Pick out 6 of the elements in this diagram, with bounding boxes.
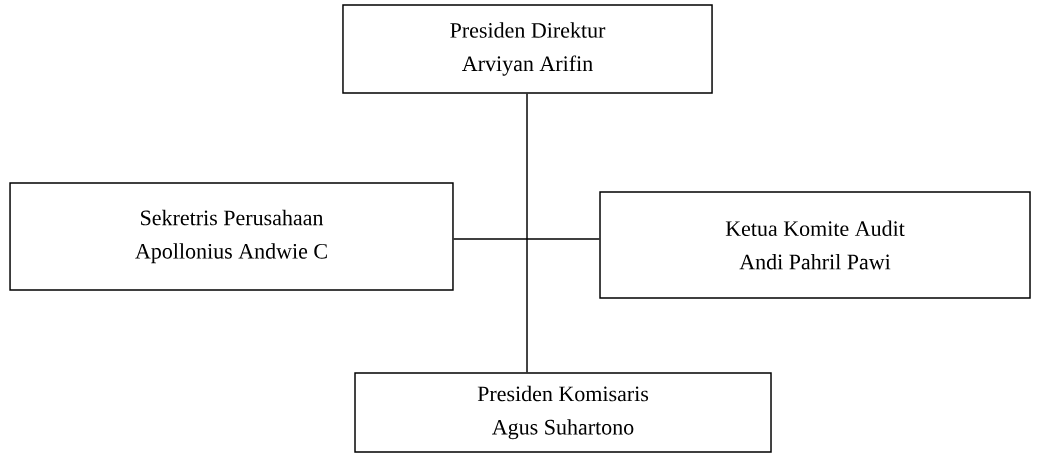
org-box: Sekretris Perusahaan Apollonius Andwie C bbox=[9, 182, 454, 291]
org-box: Presiden Direktur Arviyan Arifin bbox=[342, 4, 713, 94]
org-box: Ketua Komite Audit Andi Pahril Pawi bbox=[599, 191, 1031, 299]
org-box: Presiden Komisaris Agus Suhartono bbox=[354, 372, 772, 453]
connector-line bbox=[452, 238, 600, 240]
connector-line bbox=[526, 93, 528, 374]
